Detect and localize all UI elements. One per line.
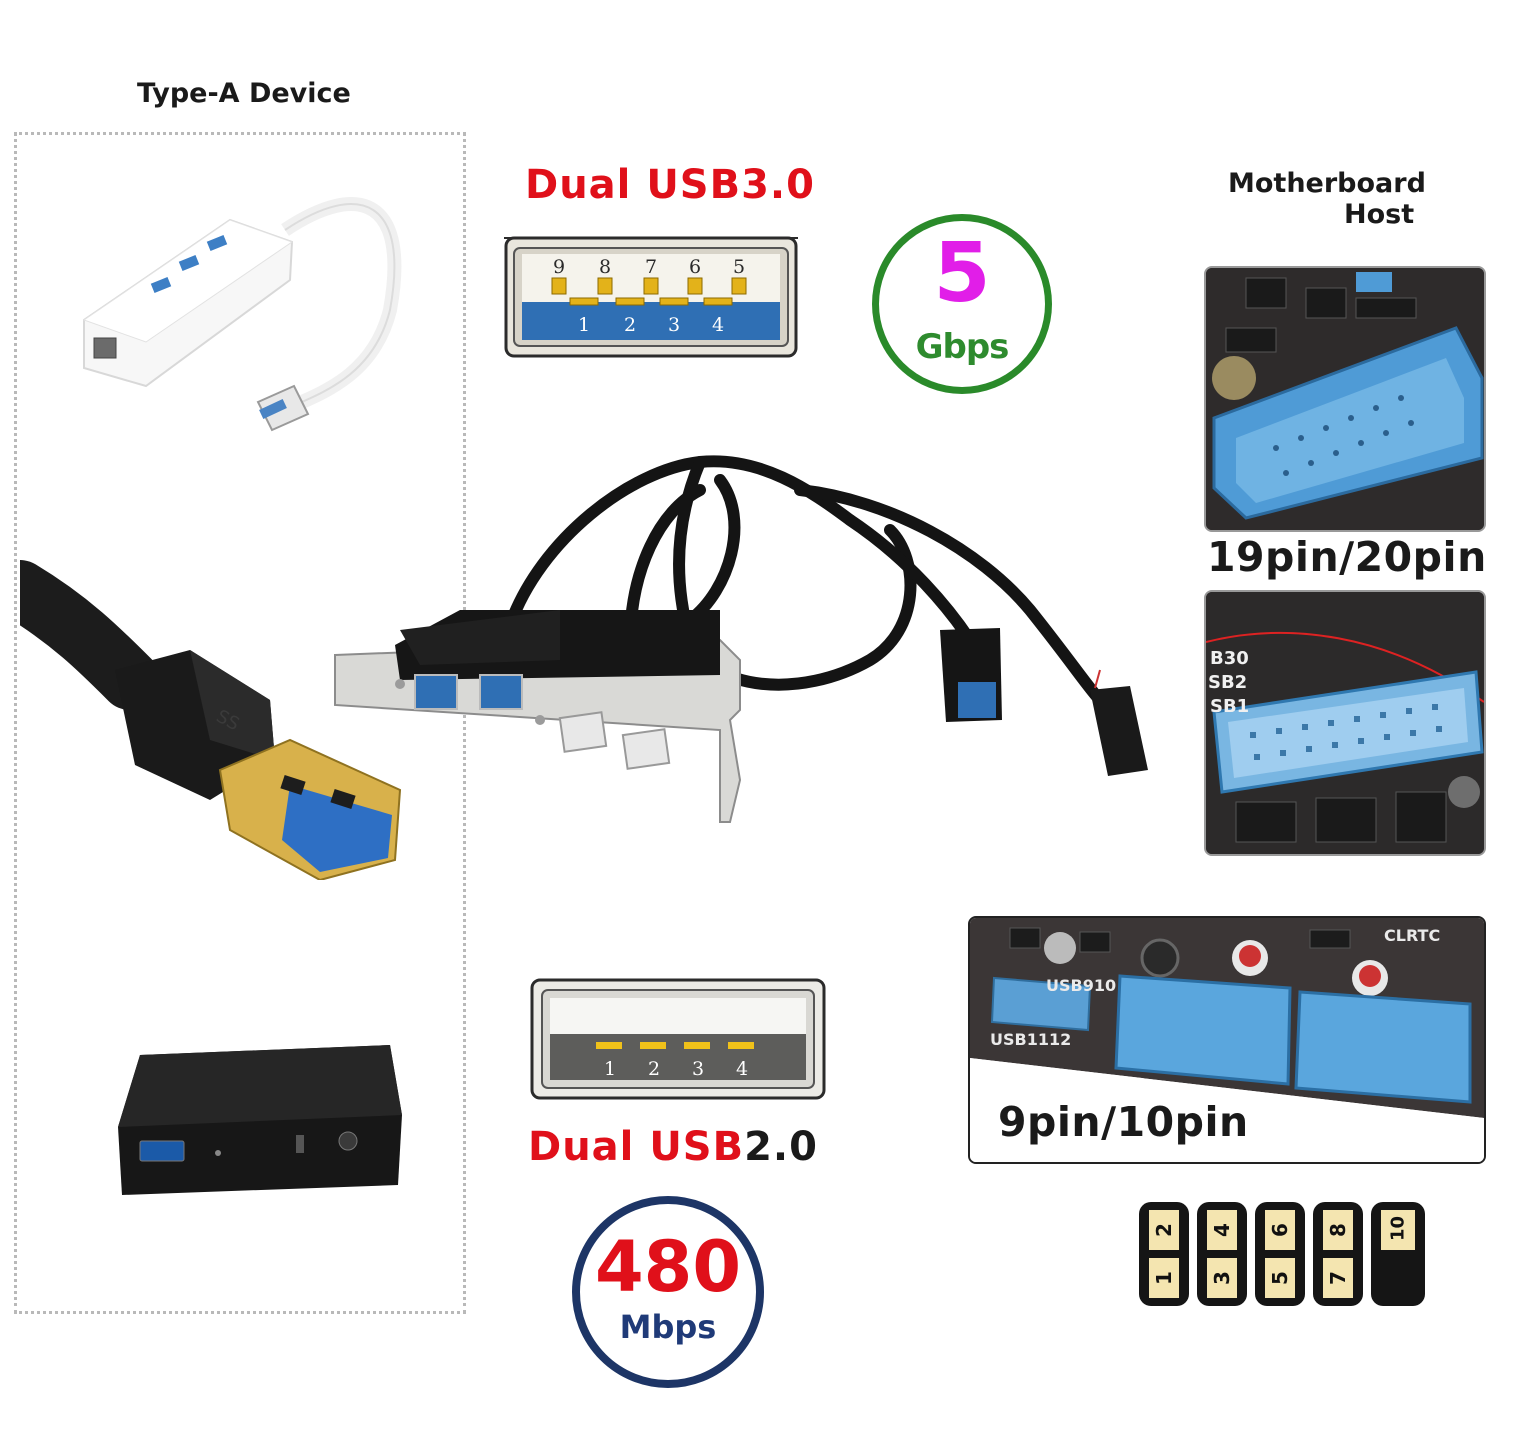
usb3-pin-8: 8 [598,256,612,278]
pinout-pin-2: 2 [1152,1223,1176,1237]
usb3-speed-badge: 5 Gbps [872,214,1052,394]
board-label-usb910: USB910 [1046,976,1117,995]
usb3-pin-1: 1 [577,314,591,336]
board-label-clrtc: CLRTC [1384,926,1441,945]
cable-bracket-image [330,450,1160,830]
board-label-b30: B30 [1210,648,1249,669]
usb2-title-prefix: Dual [528,1124,650,1170]
pinout-pin-1: 1 [1152,1271,1176,1285]
usb3-title-prefix: Dual [525,162,647,208]
header-19-20-label: 19pin/20pin [1207,533,1487,581]
pinout-9-10-diagram: 2 4 6 8 10 1 3 5 7 [1135,1196,1431,1312]
usb2-pin-1: 1 [603,1058,617,1080]
board-label-sb1: SB1 [1210,696,1250,717]
usb3-pin-2: 2 [623,314,637,336]
usb-hub-image [60,160,440,460]
pinout-pin-10: 10 [1387,1215,1409,1242]
usb3-pin-3: 3 [667,314,681,336]
usb2-port-diagram: 1 2 3 4 [530,976,826,1102]
usb2-title-suffix: 2.0 [744,1124,818,1170]
pinout-pin-6: 6 [1268,1223,1292,1237]
usb3-speed-unit: Gbps [915,327,1010,367]
header-19-20-photo-1 [1204,266,1486,532]
usb3-port-diagram: 9 8 7 6 5 1 2 3 4 [504,234,798,360]
hdd-enclosure-image [110,1045,410,1205]
pinout-pin-3: 3 [1210,1271,1234,1285]
device-column-title: Type-A Device [137,78,351,109]
usb3-title: Dual USB3.0 [525,162,815,208]
usb-a-plug-image: SS [0,560,440,882]
usb3-speed-value: 5 [933,226,991,321]
header-19-20-photo-2: B30 SB2 SB1 [1204,590,1486,856]
usb2-pin-4: 4 [735,1058,749,1080]
host-title-line2: Host [1344,199,1415,230]
pinout-pin-4: 4 [1210,1223,1234,1237]
usb2-pin-2: 2 [647,1058,661,1080]
usb3-pin-7: 7 [644,256,658,278]
usb2-speed-value: 480 [594,1226,742,1308]
usb2-speed-badge: 480 Mbps [572,1196,764,1388]
usb3-pin-6: 6 [688,256,702,278]
host-title-line1: Motherboard [1228,168,1426,199]
usb2-speed-unit: Mbps [619,1308,717,1346]
usb3-title-suffix: USB3.0 [646,162,815,208]
usb3-pin-5: 5 [732,256,746,278]
device-column-frame [14,132,466,1314]
pinout-pin-8: 8 [1326,1223,1350,1237]
usb3-pin-9: 9 [552,256,566,278]
board-label-sb2: SB2 [1208,672,1248,693]
host-title: Motherboard Host [1228,168,1448,230]
header-9-10-label: 9pin/10pin [998,1098,1249,1146]
board-label-usb1112: USB1112 [990,1030,1072,1049]
usb3-pin-4: 4 [711,314,725,336]
usb2-title-mid: USB [649,1124,745,1170]
header-9-10-photo: USB910 USB1112 CLRTC 9pin/10pin [968,916,1486,1164]
usb2-pin-3: 3 [691,1058,705,1080]
pinout-pin-5: 5 [1268,1271,1292,1285]
pinout-pin-7: 7 [1326,1271,1350,1285]
usb2-title: Dual USB2.0 [528,1124,818,1170]
